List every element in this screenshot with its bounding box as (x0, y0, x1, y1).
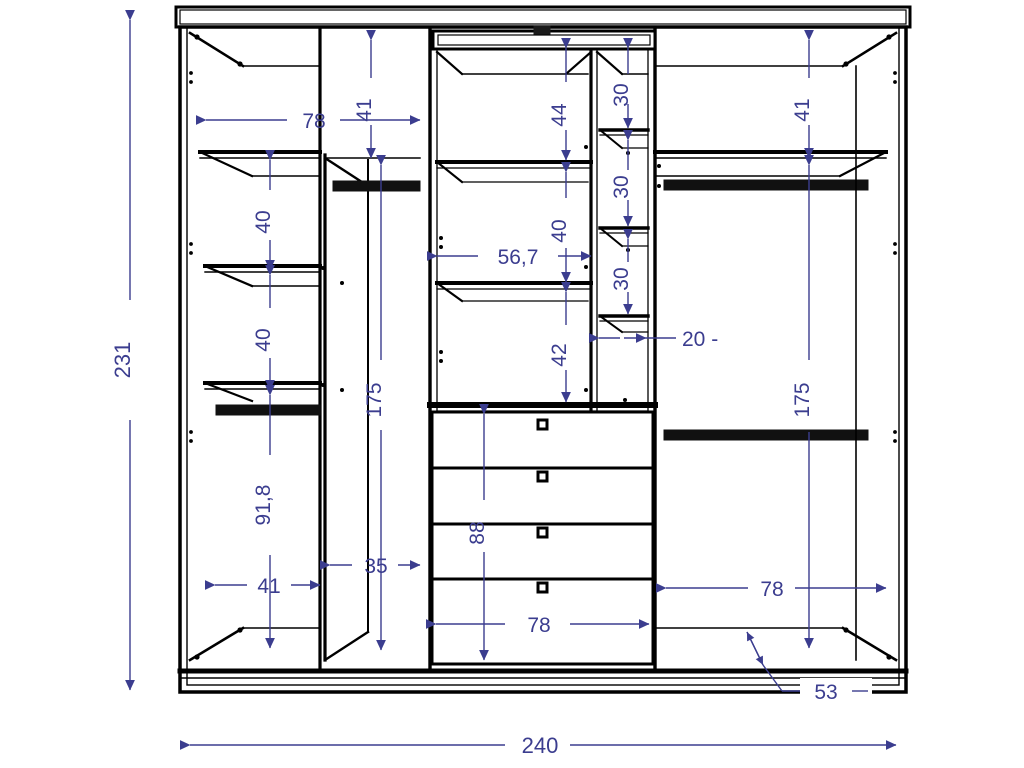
dim-label-175-right: 175 (791, 382, 814, 417)
dim-label-42: 42 (548, 343, 571, 366)
left-shelf-3 (203, 381, 322, 403)
dim-label-231: 231 (110, 342, 135, 379)
dim-label-78-right: 78 (760, 578, 783, 601)
dim-narrow-30c: 30 (610, 229, 633, 315)
dim-mid-35: 35 (320, 555, 421, 578)
mid-narrow-section (323, 156, 421, 662)
left-hanging-rail (215, 404, 321, 416)
dim-label-918: 91,8 (252, 485, 275, 526)
drawer-row (430, 418, 655, 470)
dim-plinth-53: 53 (746, 631, 872, 704)
dimension-annotations: 231 240 78 41 40 40 (110, 10, 897, 758)
right-section (653, 31, 898, 662)
narrow-shelf-2 (598, 226, 650, 248)
dim-label-78-center: 78 (527, 614, 550, 637)
cabinet-structure (174, 5, 912, 694)
dim-label-30-c: 30 (610, 267, 633, 290)
dim-label-41-width: 41 (257, 575, 280, 598)
top-cornice (174, 5, 912, 29)
narrow-shelf-3 (598, 314, 650, 334)
dim-label-30-a: 30 (610, 83, 633, 106)
dim-label-41-right: 41 (791, 98, 814, 121)
dim-label-35: 35 (364, 555, 387, 578)
dim-right-41: 41 (791, 30, 814, 159)
dim-label-40-left-a: 40 (252, 210, 275, 233)
dim-overall-width: 240 (180, 733, 897, 758)
dim-label-567: 56,7 (498, 246, 539, 269)
dim-label-240: 240 (522, 733, 559, 758)
dim-left-78: 78 (196, 110, 421, 133)
dim-label-53: 53 (814, 681, 837, 704)
dim-center-44: 44 (548, 38, 571, 161)
center-section (427, 25, 658, 666)
dim-right-78: 78 (656, 578, 887, 601)
dim-left-41-width: 41 (205, 575, 321, 598)
dim-label-40-left-b: 40 (252, 328, 275, 351)
drawer-row (430, 526, 655, 581)
dim-label-44: 44 (548, 103, 571, 127)
dim-narrow-30b: 30 (610, 130, 633, 227)
dim-right-175: 175 (791, 155, 814, 649)
vertical-dividers (318, 26, 657, 670)
dim-label-78-left: 78 (302, 110, 325, 133)
dim-left-40a: 40 (252, 150, 275, 271)
left-shelf-1 (198, 150, 322, 178)
drawer-row (536, 581, 549, 594)
dim-label-41-left: 41 (353, 98, 376, 121)
dim-left-918: 91,8 (252, 385, 275, 649)
dim-center-88: 88 (466, 404, 489, 661)
dim-left-40b: 40 (252, 265, 275, 391)
dim-label-20: 20 - (682, 328, 718, 351)
dim-label-40-center: 40 (548, 219, 571, 242)
dim-mid-175: 175 (363, 155, 386, 651)
drawer-stack (430, 410, 655, 666)
dim-center-78: 78 (426, 614, 650, 637)
dim-left-41: 41 (353, 30, 376, 159)
dim-narrow-20: 20 - (589, 328, 718, 351)
drawer-row (430, 470, 655, 526)
center-flap-door (431, 25, 657, 51)
dim-label-175-mid: 175 (363, 382, 386, 417)
dim-narrow-30a: 30 (610, 38, 633, 129)
dim-label-88: 88 (466, 521, 489, 544)
dim-label-30-b: 30 (610, 175, 633, 198)
dim-center-40: 40 (548, 162, 571, 283)
left-shelf-2 (203, 264, 322, 288)
dim-center-567: 56,7 (427, 246, 592, 269)
dim-center-42: 42 (548, 282, 571, 403)
dim-overall-height: 231 (110, 10, 135, 691)
left-section (188, 31, 325, 662)
